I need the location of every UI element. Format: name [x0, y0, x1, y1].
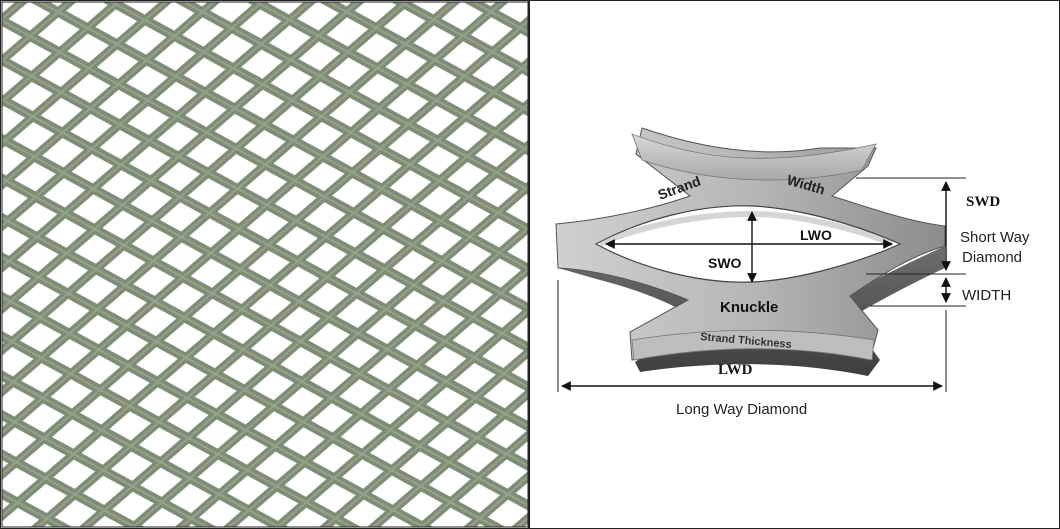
label-swd: SWD — [966, 194, 1000, 210]
label-lwo: LWO — [800, 227, 832, 243]
mesh-photo — [1, 1, 529, 528]
diamond-diagram — [555, 127, 966, 392]
label-short-way-2: Diamond — [962, 249, 1022, 266]
label-short-way-1: Short Way — [960, 229, 1030, 246]
label-long-way-diamond: Long Way Diamond — [676, 401, 807, 418]
label-knuckle: Knuckle — [720, 299, 778, 316]
label-lwd: LWD — [718, 362, 753, 378]
label-width-dim: WIDTH — [962, 287, 1011, 304]
label-swo: SWO — [708, 255, 742, 271]
